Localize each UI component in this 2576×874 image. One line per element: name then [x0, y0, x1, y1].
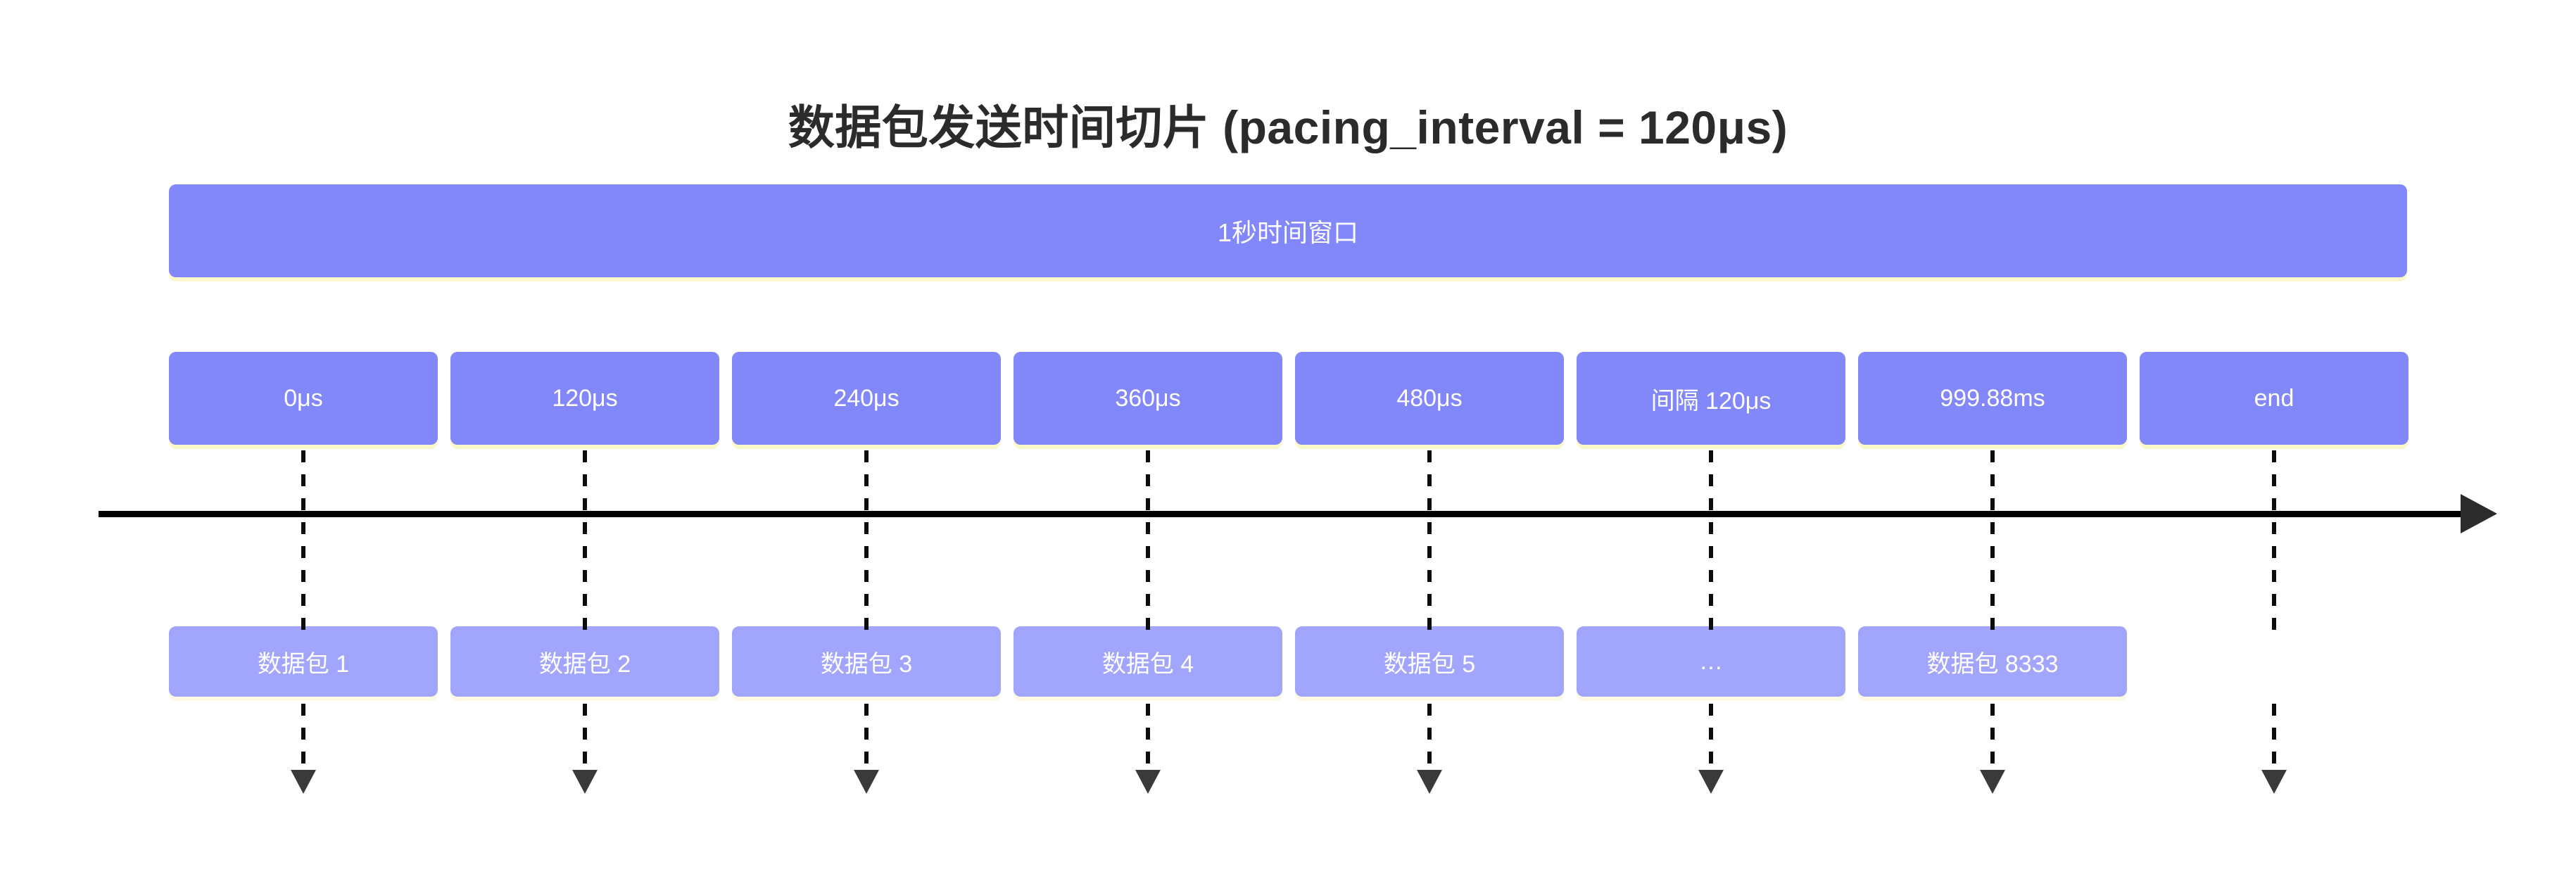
- connector-dash-lower-0: [301, 704, 305, 775]
- tick-label: 480μs: [1396, 384, 1463, 412]
- tick-label: 999.88ms: [1940, 384, 2045, 412]
- tick-box-4: 480μs: [1295, 352, 1564, 445]
- packet-label: 数据包 4: [1101, 650, 1194, 678]
- packet-box-3: 数据包 4: [1014, 626, 1282, 697]
- tick-label: end: [2254, 384, 2294, 412]
- connector-dash-upper-5: [1709, 450, 1713, 633]
- connector-down-arrow-icon-3: [1135, 770, 1161, 794]
- packet-label: 数据包 2: [538, 650, 631, 678]
- tick-box-5: 间隔 120μs: [1577, 352, 1845, 445]
- packet-label: 数据包 8333: [1926, 650, 2059, 678]
- connector-down-arrow-icon-4: [1417, 770, 1442, 794]
- connector-down-arrow-icon-0: [291, 770, 316, 794]
- packet-box-4: 数据包 5: [1295, 626, 1564, 697]
- tick-box-3: 360μs: [1014, 352, 1282, 445]
- timeline-axis-line: [99, 511, 2470, 517]
- packet-box-0: 数据包 1: [169, 626, 438, 697]
- connector-dash-upper-1: [583, 450, 587, 633]
- packet-box-5: …: [1577, 626, 1845, 697]
- connector-down-arrow-icon-2: [854, 770, 879, 794]
- connector-dash-lower-5: [1709, 704, 1713, 775]
- tick-label: 240μs: [833, 384, 899, 412]
- connector-down-arrow-icon-6: [1980, 770, 2005, 794]
- tick-box-2: 240μs: [732, 352, 1001, 445]
- connector-dash-upper-3: [1146, 450, 1150, 633]
- connector-dash-upper-6: [1990, 450, 1995, 633]
- packet-box-1: 数据包 2: [450, 626, 719, 697]
- packet-label: 数据包 3: [820, 650, 913, 678]
- connector-dash-lower-6: [1990, 704, 1995, 775]
- tick-label: 0μs: [284, 384, 323, 412]
- connector-dash-lower-7: [2272, 704, 2276, 775]
- packet-label: 数据包 1: [257, 650, 350, 678]
- connector-dash-upper-0: [301, 450, 305, 633]
- connector-dash-lower-4: [1427, 704, 1432, 775]
- tick-label: 间隔 120μs: [1650, 387, 1772, 414]
- connector-dash-lower-2: [864, 704, 869, 775]
- packet-label: …: [1699, 647, 1723, 675]
- packet-box-6: 数据包 8333: [1858, 626, 2127, 697]
- connector-dash-lower-3: [1146, 704, 1150, 775]
- connector-down-arrow-icon-7: [2261, 770, 2287, 794]
- connector-down-arrow-icon-5: [1698, 770, 1724, 794]
- connector-dash-upper-4: [1427, 450, 1432, 633]
- tick-box-6: 999.88ms: [1858, 352, 2127, 445]
- window-band-label: 1秒时间窗口: [1217, 218, 1359, 247]
- tick-box-7: end: [2140, 352, 2408, 445]
- tick-box-0: 0μs: [169, 352, 438, 445]
- connector-dash-lower-1: [583, 704, 587, 775]
- connector-down-arrow-icon-1: [572, 770, 598, 794]
- timeline-right-arrow-icon: [2461, 494, 2497, 533]
- tick-label: 360μs: [1115, 384, 1181, 412]
- tick-label: 120μs: [552, 384, 618, 412]
- page-title: 数据包发送时间切片 (pacing_interval = 120μs): [788, 101, 1788, 153]
- packet-box-2: 数据包 3: [732, 626, 1001, 697]
- connector-dash-upper-2: [864, 450, 869, 633]
- one-second-window-band: 1秒时间窗口: [169, 184, 2407, 277]
- connector-dash-upper-7: [2272, 450, 2276, 633]
- packet-label: 数据包 5: [1383, 650, 1476, 678]
- tick-box-1: 120μs: [450, 352, 719, 445]
